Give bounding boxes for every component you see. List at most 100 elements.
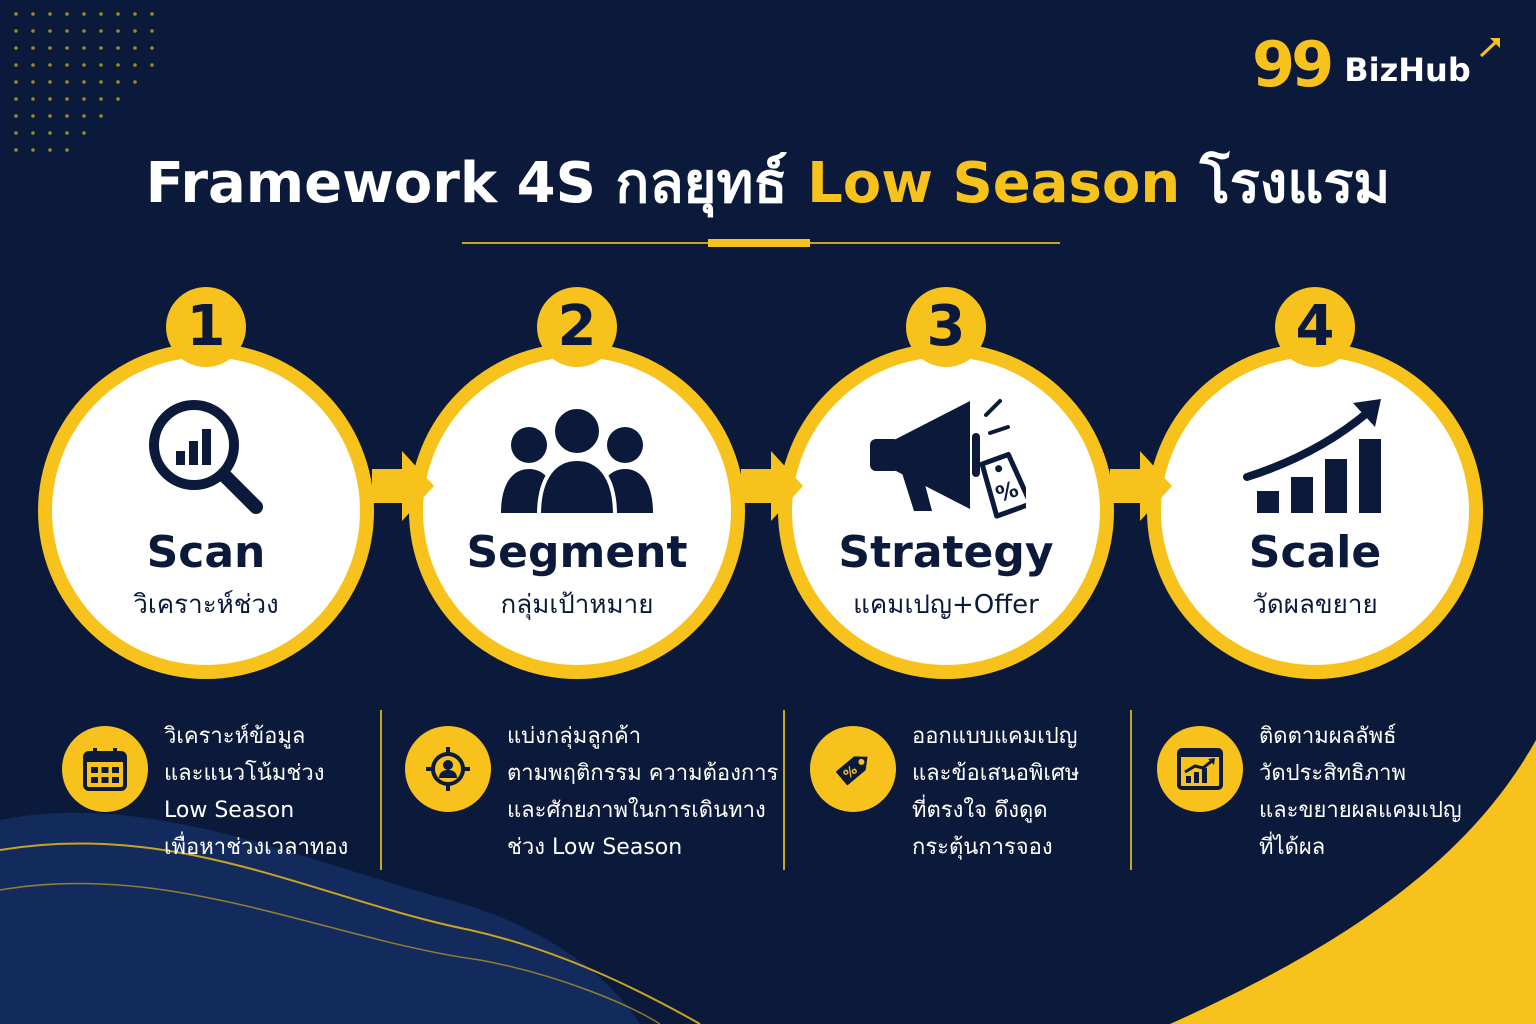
- description-line: ที่ตรงใจ ดึงดูด: [912, 798, 1048, 823]
- dot: [99, 114, 103, 118]
- dot: [14, 29, 18, 33]
- arrow-right-icon: [372, 451, 434, 521]
- dot: [99, 12, 103, 16]
- dot: [65, 114, 69, 118]
- step-number-badge: 1: [166, 287, 246, 367]
- step-number-badge: 3: [906, 287, 986, 367]
- dot: [31, 97, 35, 101]
- wave-bottom-left: [0, 812, 640, 1024]
- dot: [133, 80, 137, 84]
- description-text: แบ่งกลุ่มลูกค้า ตามพฤติกรรม ความต้องการ …: [507, 718, 778, 866]
- arrow-right-icon: [741, 451, 803, 521]
- description-line: เพื่อหาช่วงเวลาทอง: [164, 835, 349, 860]
- column-divider: [783, 710, 785, 870]
- dot: [99, 46, 103, 50]
- dot: [65, 80, 69, 84]
- step-name: Segment: [466, 527, 688, 578]
- page-title: Framework 4S กลยุทธ์ Low Season โรงแรม: [0, 144, 1536, 224]
- description-text: วิเคราะห์ข้อมูล และแนวโน้มช่วง Low Seaso…: [164, 718, 348, 866]
- dot: [82, 63, 86, 67]
- dot: [31, 12, 35, 16]
- arrow-right-icon: [1110, 451, 1172, 521]
- dot: [133, 46, 137, 50]
- dot: [133, 12, 137, 16]
- dot: [82, 131, 86, 135]
- brand-logo: 99 BizHub: [1252, 26, 1500, 101]
- magnifier-chart-icon: [149, 400, 263, 514]
- dot: [14, 46, 18, 50]
- dot: [48, 114, 52, 118]
- description-text: ติดตามผลลัพธ์ วัดประสิทธิภาพ และขยายผลแค…: [1259, 718, 1462, 866]
- discount-tag-icon: %: [810, 726, 896, 812]
- logo-arrow-icon: [1479, 38, 1500, 58]
- logo-name: BizHub: [1344, 51, 1471, 89]
- title-highlight: Low Season: [807, 151, 1181, 216]
- title-part-2: โรงแรม: [1199, 151, 1391, 216]
- dot: [150, 12, 154, 16]
- description-line: ที่ได้ผล: [1259, 835, 1326, 860]
- title-divider-accent: [708, 239, 810, 247]
- logo-number: 99: [1252, 28, 1334, 101]
- dot: [48, 12, 52, 16]
- description-line: และขยายผลแคมเปญ: [1259, 798, 1462, 823]
- dot: [31, 29, 35, 33]
- dot: [31, 114, 35, 118]
- dot: [99, 80, 103, 84]
- title-part-1: Framework 4S กลยุทธ์: [145, 151, 788, 216]
- step-subtitle: วัดผลขยาย: [1252, 590, 1378, 620]
- step-subtitle: กลุ่มเป้าหมาย: [500, 590, 654, 620]
- calendar-icon: [62, 726, 148, 812]
- dot: [82, 12, 86, 16]
- people-group-icon: [501, 405, 653, 517]
- dot: [48, 63, 52, 67]
- description-line: ออกแบบแคมเปญ: [912, 724, 1078, 749]
- dot: [14, 12, 18, 16]
- dot: [65, 12, 69, 16]
- dot: [48, 131, 52, 135]
- dot: [65, 63, 69, 67]
- megaphone-tag-icon: %: [870, 399, 1026, 519]
- description-line: Low Season: [164, 798, 295, 823]
- step-name: Scale: [1248, 527, 1382, 578]
- description-line: และแนวโน้มช่วง: [164, 761, 325, 786]
- step-subtitle: วิเคราะห์ช่วง: [133, 590, 279, 620]
- dot: [65, 148, 69, 152]
- dot: [99, 97, 103, 101]
- dot: [116, 63, 120, 67]
- dot: [31, 63, 35, 67]
- dot: [150, 63, 154, 67]
- dot: [82, 29, 86, 33]
- step-number-badge: 4: [1275, 287, 1355, 367]
- description-line: ติดตามผลลัพธ์: [1259, 724, 1397, 749]
- column-divider: [380, 710, 382, 870]
- dot: [14, 148, 18, 152]
- description-line: วิเคราะห์ข้อมูล: [164, 724, 306, 749]
- dot: [14, 131, 18, 135]
- dot: [82, 80, 86, 84]
- description-line: วัดประสิทธิภาพ: [1259, 761, 1406, 786]
- dot: [116, 46, 120, 50]
- step-number-badge: 2: [537, 287, 617, 367]
- dot: [31, 46, 35, 50]
- step-subtitle: แคมเปญ+Offer: [853, 590, 1039, 620]
- wave-bottom-right: [1170, 740, 1536, 1024]
- dot: [31, 148, 35, 152]
- dot: [48, 148, 52, 152]
- step-name: Scan: [146, 527, 266, 578]
- dot: [116, 12, 120, 16]
- dot: [99, 63, 103, 67]
- dot: [65, 131, 69, 135]
- step-scan: 1 Scan วิเคราะห์ช่วง: [38, 287, 374, 679]
- wave-line-1: [0, 842, 701, 1024]
- step-scale: 4 Scale วัดผลขยาย: [1147, 287, 1483, 679]
- dot: [65, 97, 69, 101]
- dot: [82, 97, 86, 101]
- dot: [116, 97, 120, 101]
- dot: [14, 63, 18, 67]
- description-line: ช่วง Low Season: [507, 835, 683, 860]
- description-line: และศักยภาพในการเดินทาง: [507, 798, 766, 823]
- dot: [99, 29, 103, 33]
- wave-line-2: [0, 882, 661, 1024]
- step-disc: [792, 357, 1100, 665]
